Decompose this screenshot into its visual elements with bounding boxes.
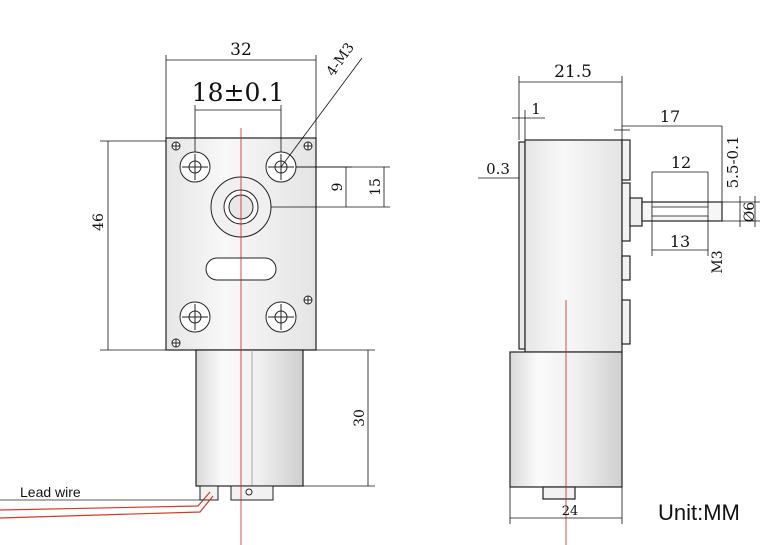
- dim-shaft-offset-a: 15: [368, 178, 384, 196]
- dim-screw-spec: 4-M3: [324, 40, 358, 79]
- dim-hole-spacing: 18±0.1: [192, 78, 285, 107]
- dim-side-plate: 1: [531, 100, 541, 118]
- dim-shaft-offset-b: 9: [330, 183, 346, 192]
- motor-body: [195, 349, 304, 487]
- lead-wires: [0, 491, 214, 519]
- side-shaft-thread-hole: [651, 206, 709, 217]
- side-gearbox: [524, 139, 623, 353]
- side-boss-3: [621, 255, 631, 281]
- dim-flat: 5.5-0.1: [724, 136, 742, 189]
- dim-diameter: Ø6: [742, 202, 758, 222]
- front-dimensions: [100, 55, 390, 487]
- dim-motor-width: 24: [562, 504, 579, 519]
- corner-screws: [171, 141, 313, 348]
- side-motor-terminal: [542, 486, 576, 500]
- lead-wire-label: Lead wire: [20, 484, 81, 500]
- mounting-holes: [179, 151, 297, 333]
- unit-label: Unit:MM: [658, 500, 740, 525]
- side-mount-plate: [518, 141, 526, 350]
- side-shaft-collar: [629, 197, 643, 227]
- side-boss-4: [621, 299, 631, 345]
- side-boss-1: [621, 139, 631, 181]
- dim-thread: M3: [710, 250, 726, 273]
- dim-motor-length: 30: [352, 409, 368, 427]
- dim-flat-length: 12: [671, 153, 691, 172]
- side-view: [509, 139, 723, 500]
- dim-front-width: 32: [230, 40, 252, 60]
- side-boss-2: [621, 182, 631, 242]
- dim-side-gap: 0.3: [486, 160, 510, 178]
- side-dimensions: [478, 76, 760, 524]
- dim-thread-length: 13: [670, 232, 690, 251]
- dim-side-depth: 21.5: [554, 62, 592, 82]
- dim-front-height: 46: [91, 213, 107, 231]
- dim-shaft-length: 17: [660, 107, 680, 126]
